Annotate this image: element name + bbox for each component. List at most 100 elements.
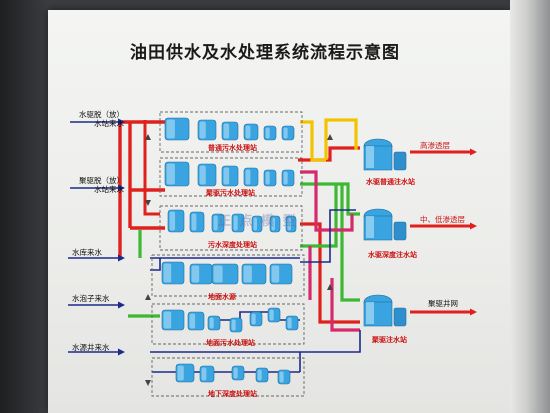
- right-panel-edge: [510, 0, 550, 413]
- tank-highlight: [213, 265, 223, 283]
- red-to-injection: [298, 146, 360, 162]
- tank-highlight: [231, 319, 236, 331]
- tank-ordinary-4: [263, 125, 277, 141]
- blue-reservoir-loop: [150, 258, 161, 271]
- tank-highlight: [257, 369, 262, 381]
- tank-highlight: [163, 263, 172, 283]
- tank-deep-2: [211, 213, 225, 233]
- tank-ordinary-5: [281, 125, 295, 141]
- station-box-polymer: [159, 157, 303, 197]
- tank-highlight: [213, 215, 218, 231]
- tank-highlight: [189, 313, 196, 329]
- station-label-deep: 污水深度处理站: [208, 241, 257, 249]
- green-to-deep: [300, 182, 360, 216]
- station-label-ordinary: 普通污水处理站: [208, 144, 257, 152]
- basin-surface-1: [189, 263, 213, 285]
- green-to-polymer: [340, 184, 360, 302]
- left-dark-edge: [0, 0, 48, 413]
- tank-deep-3: [231, 213, 245, 233]
- tank-sewage-3: [229, 317, 243, 333]
- pipe-network: [68, 111, 470, 397]
- output-arrow-head: [470, 222, 477, 230]
- tank-highlight: [269, 309, 274, 321]
- tank-highlight: [245, 125, 251, 139]
- tank-polymer-5: [281, 169, 295, 187]
- input-arrow-head: [118, 184, 125, 192]
- station-label-surface-sewage: 地面污水处理站: [206, 339, 255, 347]
- basin-surface-0: [161, 261, 185, 285]
- tank-deep-0: [167, 209, 185, 233]
- tank-deep-1: [189, 211, 205, 233]
- input-label-well: 水源井来水: [72, 343, 110, 352]
- input-arrow-head: [118, 301, 125, 309]
- tank-highlight: [283, 127, 288, 139]
- tank-sewage-4: [249, 311, 263, 327]
- flow-direction-arrow-1: [145, 200, 151, 206]
- magenta-polymer: [330, 278, 360, 332]
- tank-sewage-6: [285, 315, 299, 331]
- station-label-underground: 地下深度处理站: [208, 390, 257, 398]
- injection-label-polymer: 聚驱注水站: [372, 336, 407, 344]
- station-box-sewage: [151, 303, 305, 345]
- output-label-polymer: 聚驱井网: [428, 299, 458, 308]
- basin-surface-2: [211, 263, 239, 285]
- input-arrow-head: [118, 254, 125, 262]
- tank-deep-5: [269, 215, 281, 233]
- tank-underground-4: [277, 369, 291, 385]
- tank-sewage-2: [207, 315, 221, 331]
- tank-deep-6: [285, 215, 297, 233]
- tank-highlight: [233, 215, 238, 231]
- tank-underground-2: [231, 365, 245, 381]
- tank-underground-0: [175, 363, 195, 383]
- tank-highlight: [199, 121, 206, 139]
- magenta-link: [300, 170, 354, 232]
- tank-highlight: [271, 217, 275, 231]
- tank-highlight: [366, 302, 374, 324]
- output-arrow-head: [470, 148, 477, 156]
- tank-highlight: [287, 317, 292, 329]
- tank-underground-1: [199, 365, 215, 383]
- flow-direction-arrow-0: [145, 134, 151, 140]
- flow-direction-arrow-4: [327, 134, 333, 140]
- equipment-group: [161, 117, 407, 385]
- tank-sewage-5: [267, 307, 281, 323]
- station-box-deep: [159, 205, 303, 251]
- tank-ordinary-2: [221, 121, 239, 141]
- tank-highlight: [287, 217, 291, 231]
- output-label-high: 高渗透层: [420, 141, 450, 150]
- tank-highlight: [243, 265, 252, 283]
- station-label-polymer: 聚驱污水处理站: [206, 189, 255, 197]
- tank-highlight: [191, 265, 200, 283]
- tank-highlight: [233, 367, 238, 379]
- tank-highlight: [366, 216, 374, 238]
- injection-station-deep: [363, 208, 407, 241]
- injection-station-polymer: [363, 294, 407, 327]
- tank-highlight: [265, 127, 270, 139]
- injection-station-ordinary: [363, 138, 407, 171]
- station-box-surface: [151, 254, 305, 297]
- injection-label-deep: 水驱深度注水站: [368, 251, 417, 259]
- tank-highlight: [245, 169, 251, 185]
- input-arrow-head: [118, 118, 125, 126]
- pump-unit: [393, 151, 407, 171]
- blue-to-deep: [300, 209, 356, 263]
- tank-polymer-1: [197, 163, 217, 187]
- basin-surface-3: [241, 263, 267, 285]
- tank-highlight: [163, 311, 172, 329]
- output-label-low: 中、低渗透层: [420, 215, 465, 224]
- tank-highlight: [223, 167, 230, 185]
- tank-polymer-3: [243, 167, 259, 187]
- pump-unit: [393, 221, 407, 241]
- watermark-text: 正 点 模 型: [218, 214, 298, 229]
- tank-ordinary-0: [164, 117, 190, 141]
- tank-highlight: [251, 313, 256, 325]
- input-label-pond: 水泡子来水: [72, 294, 110, 303]
- tank-polymer-2: [221, 165, 239, 187]
- tank-underground-3: [255, 367, 269, 383]
- tank-highlight: [279, 371, 284, 383]
- tank-highlight: [177, 365, 184, 381]
- input-label-polymer: 聚驱脱（放） 水站来水: [74, 176, 124, 194]
- display-board: [48, 10, 510, 413]
- tank-highlight: [283, 171, 288, 185]
